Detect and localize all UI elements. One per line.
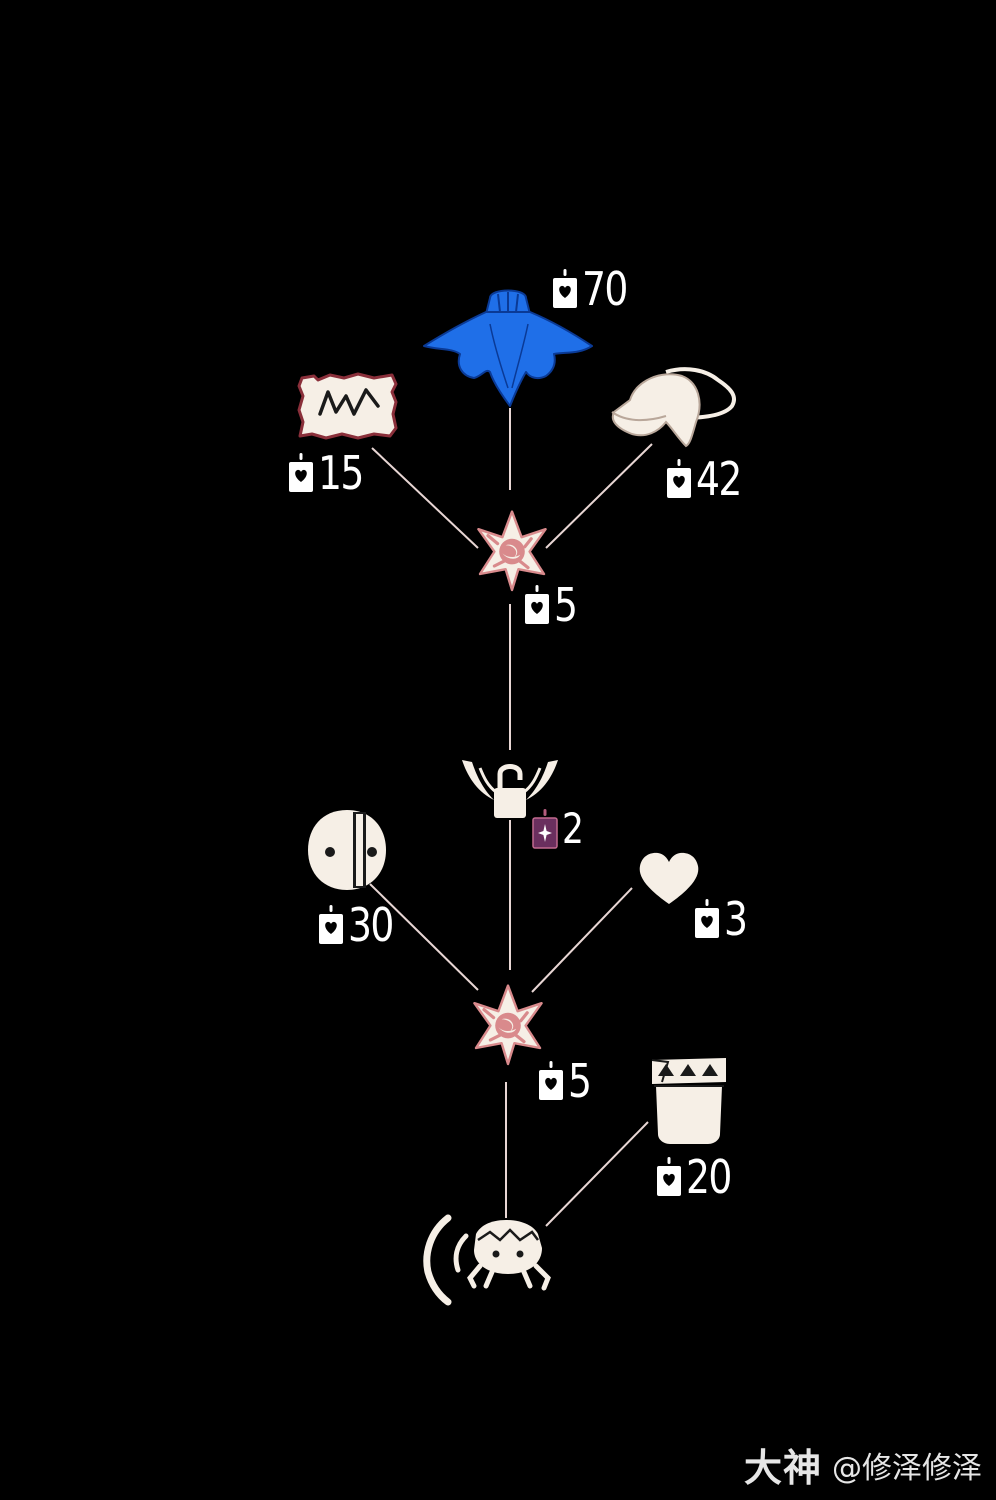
map-cost: 15 (288, 450, 373, 496)
crab-call-node[interactable] (420, 1208, 560, 1306)
crab-call-emote-icon (423, 1214, 551, 1306)
heart-candle-icon (656, 1157, 682, 1197)
ascended-candle-icon (532, 809, 558, 849)
emote-star-icon (472, 974, 544, 1074)
star-lower-cost: 5 (538, 1058, 595, 1104)
map-scroll-node[interactable] (296, 372, 400, 440)
blue-cape-node[interactable] (420, 284, 596, 408)
sun-hat-node[interactable] (606, 366, 740, 450)
mask-node[interactable] (306, 808, 388, 892)
watermark: 大神 @修泽修泽 (744, 1437, 982, 1492)
star-top-cost-value: 5 (554, 578, 578, 632)
basket-cost: 20 (656, 1154, 741, 1200)
heart-cost: 3 (694, 896, 751, 942)
watermark-brand: 大神 (743, 1446, 822, 1490)
cape-cost: 70 (552, 266, 637, 312)
heart-node[interactable] (638, 852, 700, 906)
basket-cost-value: 20 (686, 1150, 732, 1204)
heart-candle-icon (666, 459, 692, 499)
winged-lock-node[interactable] (458, 754, 562, 824)
map-cost-value: 15 (318, 446, 364, 500)
mask-icon (308, 810, 386, 890)
basket-prop-node[interactable] (648, 1054, 730, 1146)
heart-candle-icon (552, 269, 578, 309)
lock-cost-value: 2 (562, 804, 584, 853)
tree-connectors (369, 408, 653, 1227)
heart-candle-icon (694, 899, 720, 939)
mask-cost: 30 (318, 902, 403, 948)
basket-prop-icon (651, 1058, 726, 1144)
hat-cost: 42 (666, 456, 751, 502)
lock-cost: 2 (532, 808, 587, 850)
heart-candle-icon (538, 1061, 564, 1101)
heart-candle-icon (318, 905, 344, 945)
heart-icon (639, 852, 699, 904)
heart-candle-icon (524, 585, 550, 625)
star-top-cost: 5 (524, 582, 581, 628)
cape-cost-value: 70 (582, 262, 628, 316)
emote-star-lower-node[interactable] (472, 974, 544, 1074)
mask-cost-value: 30 (348, 898, 394, 952)
heart-cost-value: 3 (724, 892, 748, 946)
map-scroll-icon (297, 372, 398, 440)
sun-hat-icon (611, 367, 737, 448)
star-lower-cost-value: 5 (568, 1054, 592, 1108)
hat-cost-value: 42 (696, 452, 742, 506)
heart-candle-icon (288, 453, 314, 493)
blue-cape-icon (423, 289, 593, 407)
winged-lock-icon (462, 760, 558, 818)
watermark-handle: @修泽修泽 (832, 1450, 982, 1486)
